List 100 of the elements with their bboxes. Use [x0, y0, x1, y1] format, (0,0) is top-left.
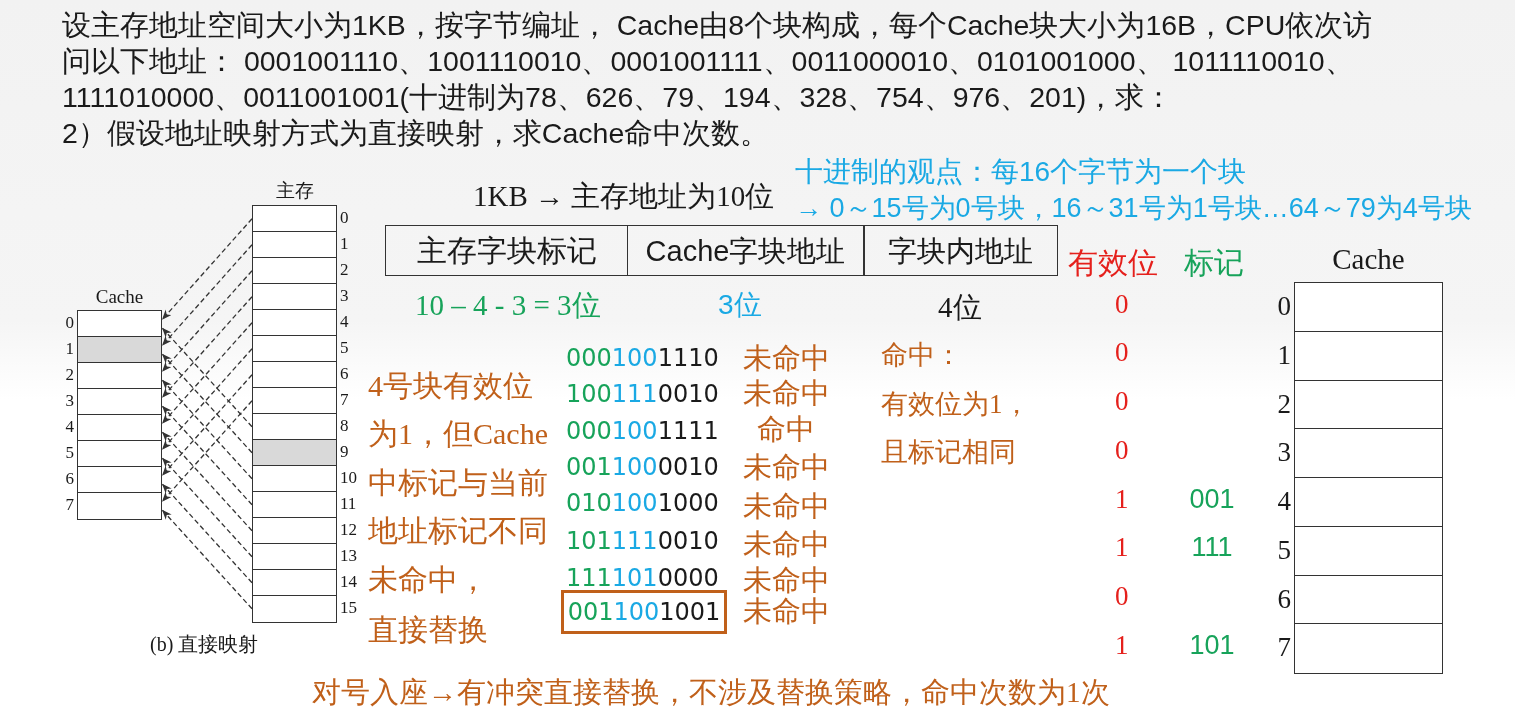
problem-statement: 设主存地址空间大小为1KB，按字节编址， Cache由8个块构成，每个Cache块大小为16B，CPU依次访问以下地址： 0001001110、1001110010、0001001111、0011000010、0101001000、 1011110010、1111010000、0011001001(十进制为78、626、79、194、328、754、976、201)，求： [62, 8, 1373, 115]
hit-result: 未命中 [743, 450, 830, 485]
block-number: 1 [340, 233, 350, 255]
column-heading: Cache [94, 285, 145, 309]
hit-condition-heading: 命中： [881, 338, 962, 372]
decimal-view-note: 十进制的观点：每16个字节为一个块 [795, 155, 1247, 189]
valid-bit-value: 0 [1115, 336, 1129, 370]
memory-block [252, 517, 337, 545]
memory-block [252, 491, 337, 519]
dashed-arrow [161, 244, 253, 347]
block-number: 5 [64, 442, 74, 464]
cache-block [77, 388, 162, 416]
memory-block [252, 465, 337, 493]
valid-bit-header: 有效位 [1068, 245, 1158, 281]
cache-block [77, 414, 162, 442]
cache-block [1294, 330, 1443, 381]
highlighted-address: 0011001001 [561, 590, 727, 634]
column-heading: 主存 [274, 178, 315, 203]
binary-address: 1011110010 [566, 525, 719, 557]
cache-block [1294, 477, 1443, 528]
block-number: 0 [64, 312, 74, 334]
tag-value: 111 [1191, 531, 1233, 565]
question-text: 2）假设地址映射方式为直接映射，求Cache命中次数。 [62, 115, 770, 151]
memory-block [252, 387, 337, 415]
block-number: 13 [340, 545, 358, 567]
summary-note: 对号入座→有冲突直接替换，不涉及替换策略，命中次数为1次 [312, 675, 1110, 710]
block-number: 7 [340, 389, 350, 411]
hit-result: 未命中 [743, 489, 830, 524]
hit-result: 未命中 [743, 594, 830, 629]
block-number: 5 [1276, 533, 1291, 567]
block-number: 12 [340, 519, 358, 541]
dashed-arrow [161, 270, 253, 373]
block-number: 5 [340, 337, 350, 359]
shaded-cache-block [77, 336, 162, 364]
block-number: 1 [1276, 338, 1291, 372]
memory-block [252, 309, 337, 337]
cache-block [1294, 623, 1443, 674]
valid-bit-value: 0 [1115, 580, 1129, 613]
cache-block [77, 440, 162, 468]
cache-block [77, 466, 162, 494]
address-width-note: 1KB → 主存地址为10位 [473, 179, 775, 214]
cache-block [1294, 379, 1443, 430]
dashed-arrow [161, 431, 253, 532]
tag-header: 标记 [1184, 245, 1244, 281]
dashed-arrow [161, 457, 253, 558]
cache-block [1294, 282, 1443, 333]
block-number: 2 [64, 364, 74, 386]
block-number: 11 [340, 493, 358, 515]
address-format-cell: 字块内地址 [863, 225, 1058, 276]
cache-block [1294, 428, 1443, 479]
memory-block [252, 335, 337, 363]
block-number: 3 [64, 390, 74, 412]
tag-value: 001 [1189, 482, 1235, 516]
block-number: 6 [64, 468, 74, 490]
block-number: 7 [1276, 631, 1291, 665]
block-number: 15 [340, 597, 358, 619]
block-number: 6 [340, 363, 350, 385]
block-number: 3 [340, 285, 350, 307]
block-number: 9 [340, 441, 350, 463]
tag-value: 101 [1189, 628, 1235, 662]
figure-caption: (b) 直接映射 [150, 632, 259, 657]
explanation-note: 未命中，直接替换 [368, 562, 489, 648]
valid-bit-value: 1 [1115, 628, 1129, 662]
hit-result: 命中 [757, 412, 815, 447]
cache-block [77, 362, 162, 390]
block-number: 7 [64, 494, 74, 516]
bit-count-label: 3位 [718, 288, 762, 322]
dashed-arrow [161, 483, 253, 584]
hit-result: 未命中 [743, 376, 830, 411]
block-range-note: → 0～15号为0号块，16～31号为1号块…64～79为4号块 [795, 191, 1472, 225]
shaded-memory-block [252, 439, 337, 467]
valid-bit-value: 0 [1115, 287, 1129, 321]
block-number: 4 [340, 311, 350, 333]
block-number: 2 [340, 259, 350, 281]
binary-address: 0101001000 [566, 487, 719, 519]
cache-block [77, 310, 162, 338]
binary-address: 0011000010 [566, 451, 719, 483]
valid-bit-value: 1 [1115, 482, 1129, 516]
block-number: 6 [1276, 582, 1291, 616]
memory-block [252, 283, 337, 311]
address-format-cell: Cache字块地址 [626, 225, 865, 276]
address-format-cell: 主存字块标记 [385, 225, 628, 276]
memory-block [252, 361, 337, 389]
hit-result: 未命中 [743, 527, 830, 562]
block-number: 4 [1276, 485, 1291, 518]
memory-block [252, 257, 337, 285]
block-number: 8 [340, 415, 350, 437]
memory-block [252, 543, 337, 571]
valid-bit-value: 0 [1115, 385, 1129, 418]
block-number: 0 [1276, 290, 1291, 323]
valid-bit-value: 0 [1115, 433, 1129, 467]
hit-result: 未命中 [743, 341, 830, 376]
column-heading: Cache [1331, 241, 1406, 277]
dashed-arrow [161, 218, 253, 321]
block-number: 10 [340, 467, 358, 489]
block-number: 2 [1276, 387, 1291, 421]
memory-block [252, 413, 337, 441]
hit-result: 未命中 [743, 563, 830, 597]
block-number: 14 [340, 571, 358, 593]
binary-address: 0001001110 [566, 342, 719, 374]
